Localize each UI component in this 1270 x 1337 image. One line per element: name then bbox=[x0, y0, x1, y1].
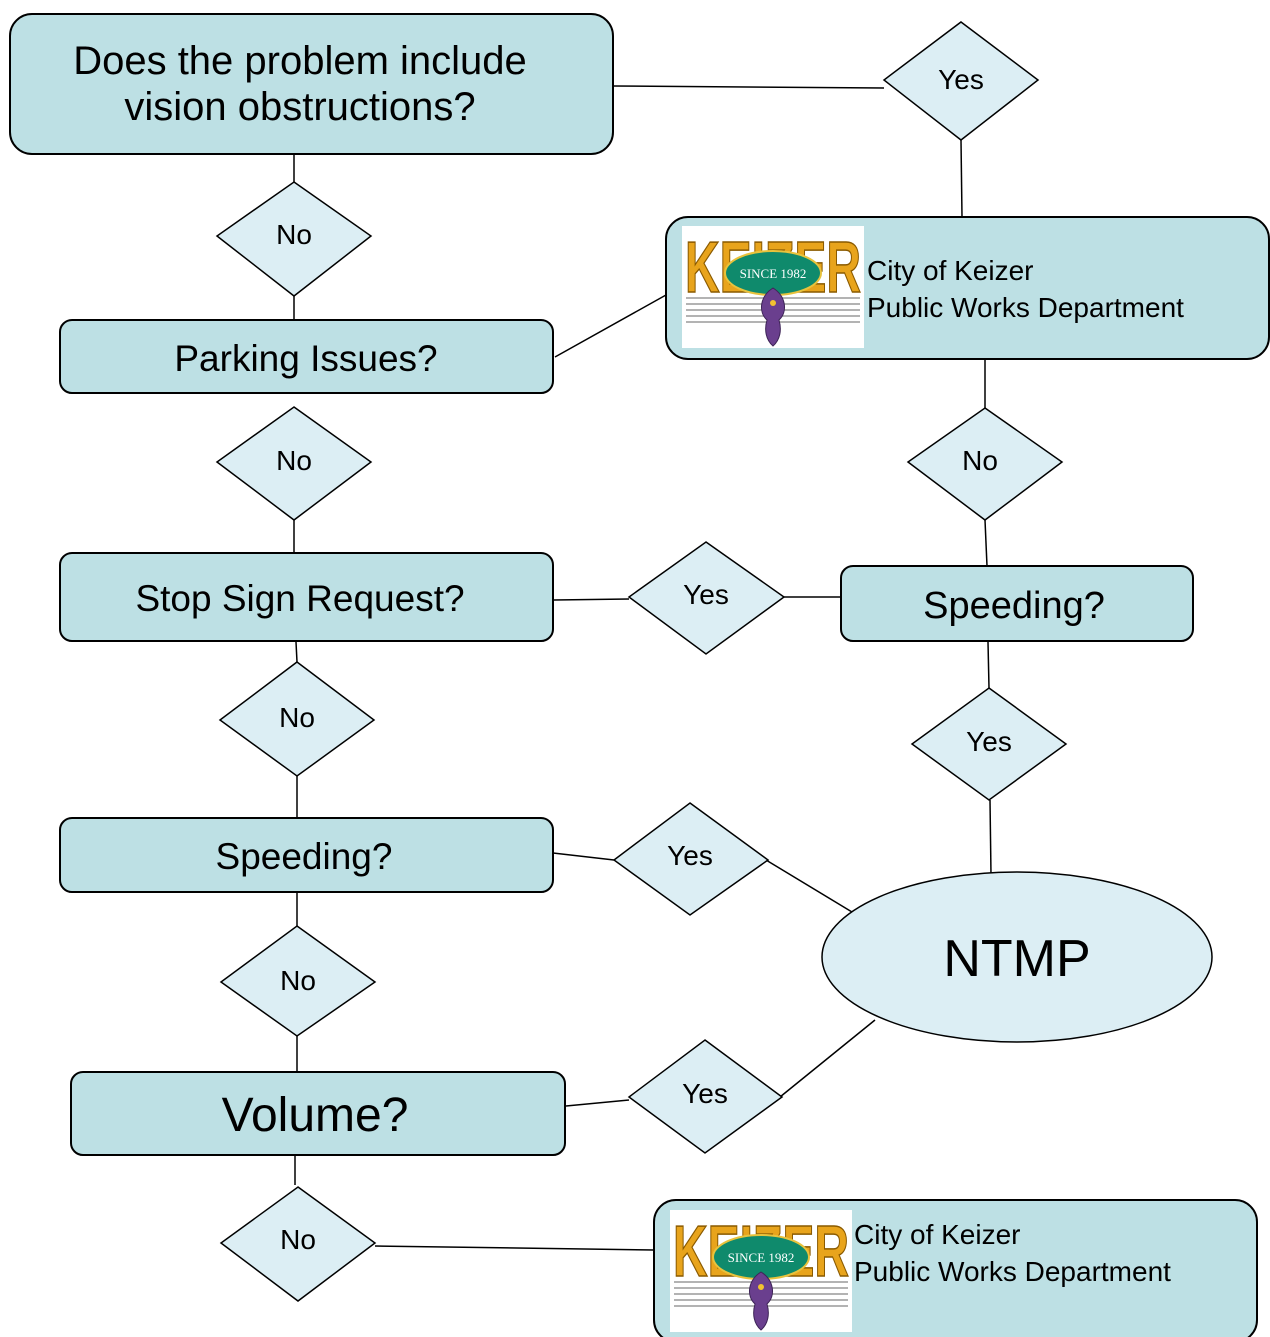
decision-yes-speeding-left: Yes bbox=[612, 802, 770, 916]
question-volume-box: Volume? bbox=[70, 1071, 566, 1156]
org-box-top: KEIZER SINCE 1982 City of Keizer Public … bbox=[665, 216, 1270, 360]
connector bbox=[295, 641, 298, 663]
question-speeding-right-box: Speeding? bbox=[840, 565, 1194, 642]
svg-text:SINCE 1982: SINCE 1982 bbox=[740, 266, 807, 281]
connector bbox=[554, 294, 667, 358]
svg-text:Yes: Yes bbox=[683, 579, 729, 610]
decision-yes-volume: Yes bbox=[627, 1039, 784, 1154]
connector bbox=[765, 859, 853, 913]
decision-no-right: No bbox=[906, 407, 1064, 521]
svg-text:Yes: Yes bbox=[682, 1078, 728, 1109]
svg-text:SINCE 1982: SINCE 1982 bbox=[728, 1250, 795, 1265]
question-vision-box: Does the problem include vision obstruct… bbox=[9, 13, 614, 155]
connector bbox=[987, 641, 990, 689]
org-top-line1: City of Keizer bbox=[867, 255, 1034, 286]
svg-text:No: No bbox=[280, 965, 316, 996]
question-vision-line2: vision obstructions? bbox=[124, 85, 475, 129]
connector bbox=[984, 519, 988, 567]
decision-no-3: No bbox=[218, 661, 376, 777]
keizer-logo: KEIZER SINCE 1982 bbox=[670, 1210, 852, 1332]
keizer-logo: KEIZER SINCE 1982 bbox=[682, 226, 864, 348]
decision-yes-stop: Yes bbox=[627, 541, 786, 655]
org-box-bottom: KEIZER SINCE 1982 City of Keizer Public … bbox=[653, 1199, 1258, 1337]
org-bottom-line2: Public Works Department bbox=[854, 1256, 1171, 1287]
connector bbox=[565, 1099, 630, 1107]
decision-yes-top: Yes bbox=[882, 21, 1040, 141]
svg-text:No: No bbox=[962, 445, 998, 476]
connector bbox=[779, 1019, 876, 1098]
question-stop-sign-box: Stop Sign Request? bbox=[59, 552, 554, 642]
question-speeding-left-label: Speeding? bbox=[216, 836, 393, 877]
org-bottom-line1: City of Keizer bbox=[854, 1219, 1021, 1250]
connector bbox=[960, 139, 963, 218]
connector bbox=[989, 799, 992, 876]
question-stop-sign-label: Stop Sign Request? bbox=[135, 578, 464, 619]
svg-text:No: No bbox=[276, 445, 312, 476]
org-top-line2: Public Works Department bbox=[867, 292, 1184, 323]
svg-text:No: No bbox=[276, 219, 312, 250]
decision-no-5: No bbox=[219, 1186, 377, 1302]
connector bbox=[374, 1245, 655, 1251]
connector bbox=[612, 85, 885, 89]
question-parking-box: Parking Issues? bbox=[59, 319, 554, 394]
question-vision-line1: Does the problem include bbox=[73, 39, 527, 83]
ntmp-label: NTMP bbox=[943, 930, 1090, 988]
svg-text:Yes: Yes bbox=[667, 840, 713, 871]
ntmp-node: NTMP bbox=[821, 871, 1213, 1043]
connector bbox=[553, 598, 630, 601]
question-speeding-right-label: Speeding? bbox=[923, 585, 1105, 627]
decision-no-1: No bbox=[215, 181, 373, 297]
question-volume-label: Volume? bbox=[222, 1089, 409, 1142]
connectors bbox=[293, 85, 992, 1251]
decision-no-2: No bbox=[215, 406, 373, 521]
connector bbox=[552, 852, 615, 861]
svg-text:Yes: Yes bbox=[966, 726, 1012, 757]
decision-yes-speeding-right: Yes bbox=[910, 687, 1068, 801]
question-parking-label: Parking Issues? bbox=[174, 338, 437, 379]
decision-no-4: No bbox=[219, 925, 377, 1037]
svg-text:No: No bbox=[279, 702, 315, 733]
svg-text:No: No bbox=[280, 1224, 316, 1255]
question-speeding-left-box: Speeding? bbox=[59, 817, 554, 893]
svg-text:Yes: Yes bbox=[938, 64, 984, 95]
